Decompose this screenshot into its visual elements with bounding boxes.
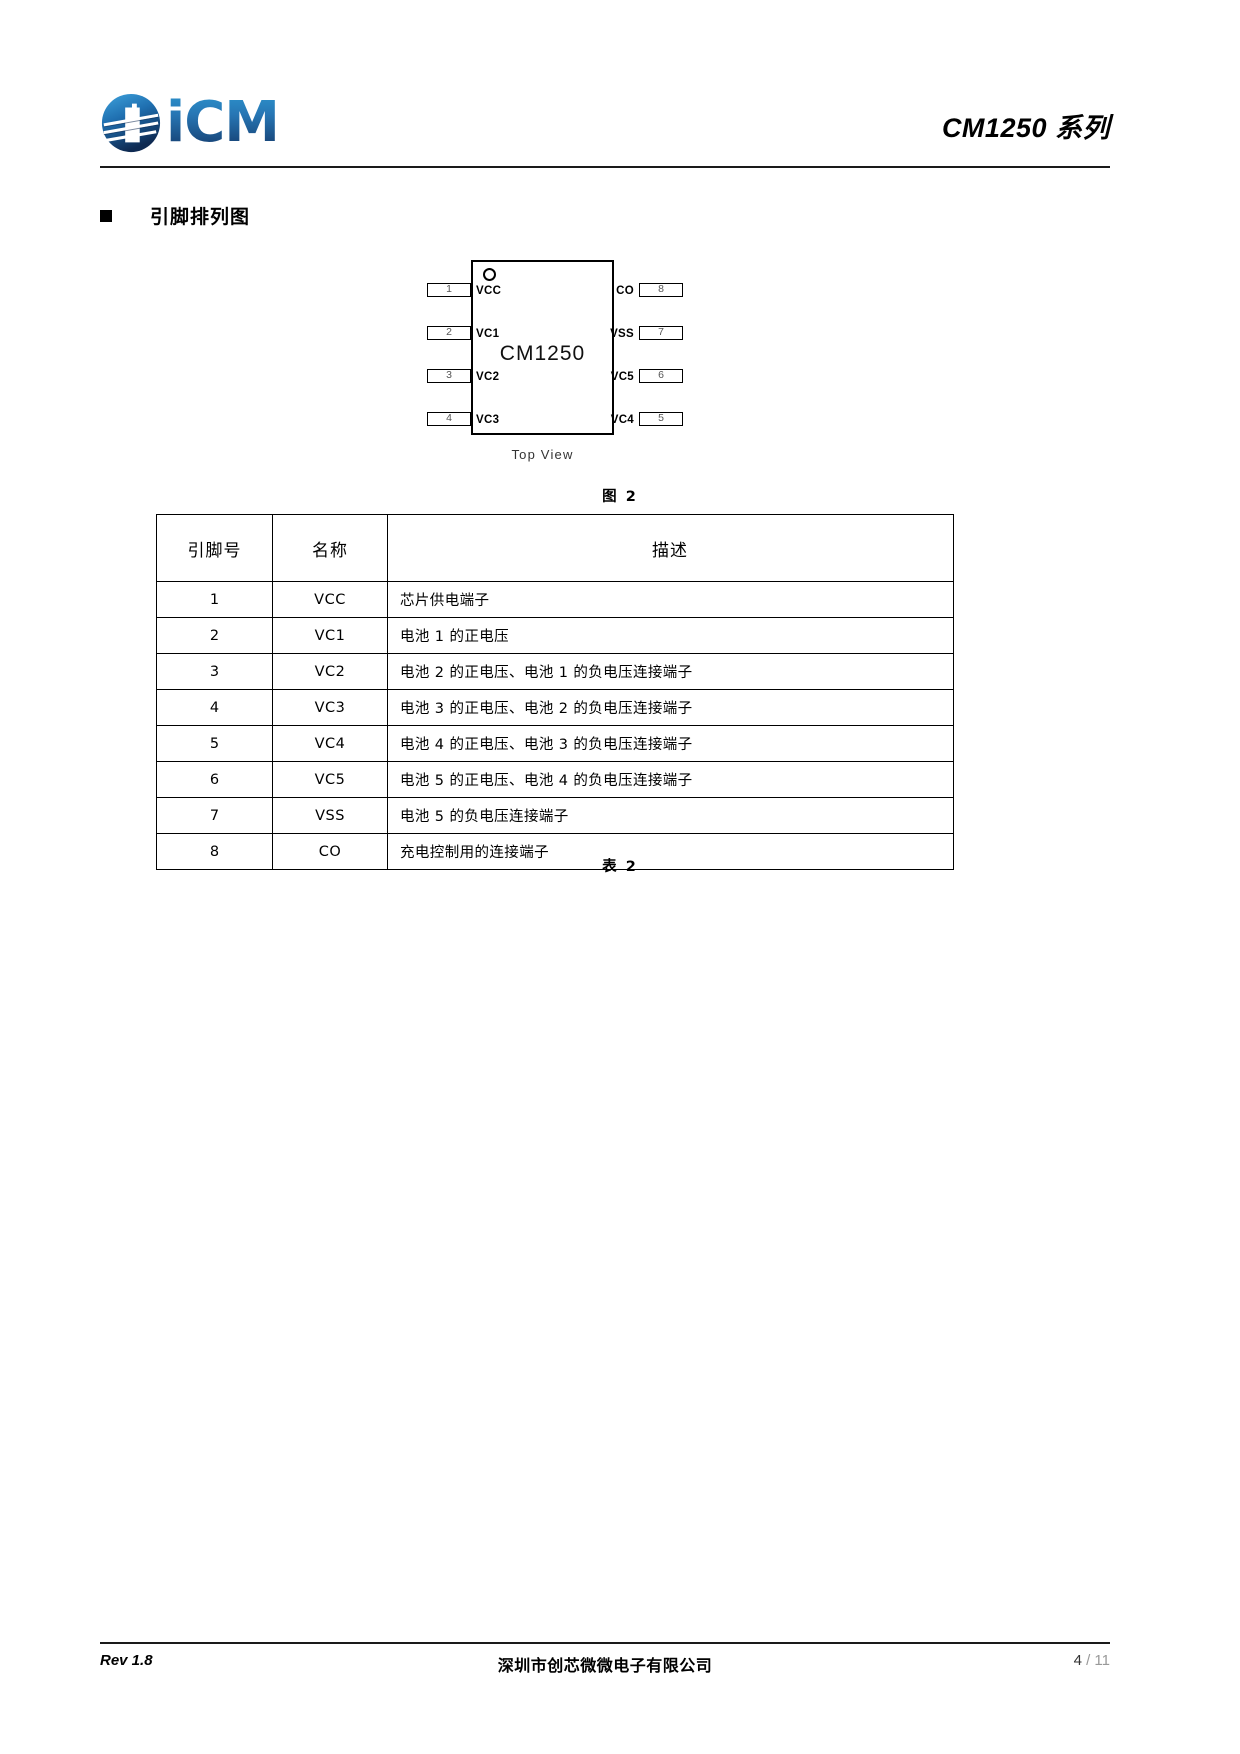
column-header-name: 名称 (272, 514, 388, 582)
pin-lead-1: 1 (427, 283, 471, 297)
pin-label-co: CO (616, 285, 634, 297)
page-number-total: 11 (1094, 1652, 1110, 1669)
revision-label: Rev 1.8 (100, 1652, 153, 1669)
cell-pin-desc: 电池 1 的正电压 (387, 617, 954, 654)
table-caption: 表 2 (602, 859, 638, 875)
figure-caption: 图 2 (602, 489, 638, 505)
table-row: 7 VSS 电池 5 的负电压连接端子 (156, 797, 954, 834)
page-number-current: 4 (1073, 1652, 1082, 1669)
table-row: 8 CO 充电控制用的连接端子 (156, 833, 954, 870)
pin-lead-2: 2 (427, 326, 471, 340)
cell-pin-number: 3 (156, 653, 273, 690)
cell-pin-name: VSS (272, 797, 388, 834)
pin-label-vc1: VC1 (476, 328, 500, 340)
page-header: iCM CM1250 系列 (100, 80, 1110, 172)
column-header-pin-number: 引脚号 (156, 514, 273, 582)
cell-pin-desc: 芯片供电端子 (387, 581, 954, 618)
cell-pin-desc: 电池 2 的正电压、电池 1 的负电压连接端子 (387, 653, 954, 690)
pin-lead-5: 5 (639, 412, 683, 426)
cell-pin-number: 2 (156, 617, 273, 654)
table-header-row: 引脚号 名称 描述 (156, 514, 954, 582)
footer-divider (100, 1642, 1110, 1644)
cell-pin-desc: 电池 4 的正电压、电池 3 的负电压连接端子 (387, 725, 954, 762)
cell-pin-number: 7 (156, 797, 273, 834)
pin-label-vc4: VC4 (610, 414, 634, 426)
cell-pin-name: VC4 (272, 725, 388, 762)
pin-label-vss: VSS (610, 328, 634, 340)
cell-pin-number: 6 (156, 761, 273, 798)
pin-arrangement-diagram: CM1250 1 VCC 2 VC1 3 VC2 4 VC3 8 CO 7 VS… (415, 255, 695, 475)
header-divider (100, 166, 1110, 168)
pin-label-vc2: VC2 (476, 371, 500, 383)
page-number: 4 / 11 (1074, 1652, 1110, 1669)
column-header-description: 描述 (387, 514, 954, 582)
company-name: 深圳市创芯微微电子有限公司 (497, 1656, 713, 1675)
page-number-separator: / (1081, 1652, 1095, 1669)
cell-pin-name: VC5 (272, 761, 388, 798)
cell-pin-number: 4 (156, 689, 273, 726)
cell-pin-name: CO (272, 833, 388, 870)
cell-pin-name: VCC (272, 581, 388, 618)
icm-globe-logo-icon (101, 93, 161, 153)
cell-pin-name: VC1 (272, 617, 388, 654)
cell-pin-name: VC3 (272, 689, 388, 726)
chip-package-outline: CM1250 (471, 260, 614, 435)
top-view-label: Top View (511, 447, 574, 462)
cell-pin-number: 8 (156, 833, 273, 870)
table-row: 1 VCC 芯片供电端子 (156, 581, 954, 618)
section-heading-label: 引脚排列图 (150, 206, 251, 228)
page-footer: Rev 1.8 深圳市创芯微微电子有限公司 4 / 11 (100, 1652, 1110, 1682)
pin1-circle-icon (483, 268, 496, 281)
table-row: 4 VC3 电池 3 的正电压、电池 2 的负电压连接端子 (156, 689, 954, 726)
cell-pin-desc: 电池 5 的正电压、电池 4 的负电压连接端子 (387, 761, 954, 798)
cell-pin-name: VC2 (272, 653, 388, 690)
square-bullet-icon (100, 209, 112, 222)
table-row: 6 VC5 电池 5 的正电压、电池 4 的负电压连接端子 (156, 761, 954, 798)
company-logo: iCM (100, 88, 280, 158)
pin-lead-3: 3 (427, 369, 471, 383)
pin-lead-4: 4 (427, 412, 471, 426)
logo-wordmark: iCM (166, 90, 280, 155)
cell-pin-number: 5 (156, 725, 273, 762)
document-title: CM1250 系列 (941, 113, 1110, 143)
pin-lead-8: 8 (639, 283, 683, 297)
cell-pin-desc: 电池 3 的正电压、电池 2 的负电压连接端子 (387, 689, 954, 726)
cell-pin-desc: 电池 5 的负电压连接端子 (387, 797, 954, 834)
table-row: 2 VC1 电池 1 的正电压 (156, 617, 954, 654)
cell-pin-number: 1 (156, 581, 273, 618)
cell-pin-desc: 充电控制用的连接端子 (387, 833, 954, 870)
pin-label-vc3: VC3 (476, 414, 500, 426)
chip-part-label: CM1250 (499, 342, 586, 365)
table-row: 5 VC4 电池 4 的正电压、电池 3 的负电压连接端子 (156, 725, 954, 762)
pin-description-table: 引脚号 名称 描述 1 VCC 芯片供电端子 2 VC1 电池 1 的正电压 3… (156, 514, 954, 870)
section-heading: 引脚排列图 (100, 202, 250, 229)
pin-lead-6: 6 (639, 369, 683, 383)
pin-label-vc5: VC5 (610, 371, 634, 383)
pin-lead-7: 7 (639, 326, 683, 340)
table-row: 3 VC2 电池 2 的正电压、电池 1 的负电压连接端子 (156, 653, 954, 690)
pin-label-vcc: VCC (476, 285, 502, 297)
